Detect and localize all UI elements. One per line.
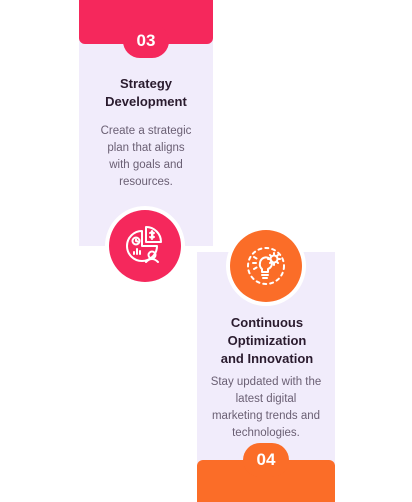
lightbulb-gear-icon — [230, 230, 302, 302]
step-title-line: Development — [105, 94, 187, 109]
step-description: Create a strategic plan that aligns with… — [88, 123, 204, 191]
step-title-line: Continuous — [230, 315, 304, 330]
step-icon-circle — [226, 226, 306, 306]
step-number-badge: 04 — [243, 443, 289, 477]
description-line: Stay updated with the — [210, 376, 322, 388]
step-title-line: Optimization — [227, 333, 307, 348]
step-description: Stay updated with the latest digital mar… — [200, 374, 332, 442]
description-line: with goals and — [109, 159, 183, 171]
step-icon-circle — [105, 206, 185, 286]
description-line: resources. — [119, 176, 173, 188]
step-title: Strategy Development — [90, 75, 202, 111]
description-line: latest digital — [235, 393, 297, 405]
description-line: technologies. — [232, 427, 300, 439]
step-title: Continuous Optimization and Innovation — [205, 314, 329, 368]
step-title-line: and Innovation — [220, 351, 314, 366]
description-line: marketing trends and — [211, 410, 321, 422]
description-line: Create a strategic — [100, 125, 192, 137]
step-number-badge: 03 — [123, 24, 169, 58]
chart-analytics-icon — [109, 210, 181, 282]
step-title-line: Strategy — [119, 76, 173, 91]
description-line: plan that aligns — [107, 142, 185, 154]
